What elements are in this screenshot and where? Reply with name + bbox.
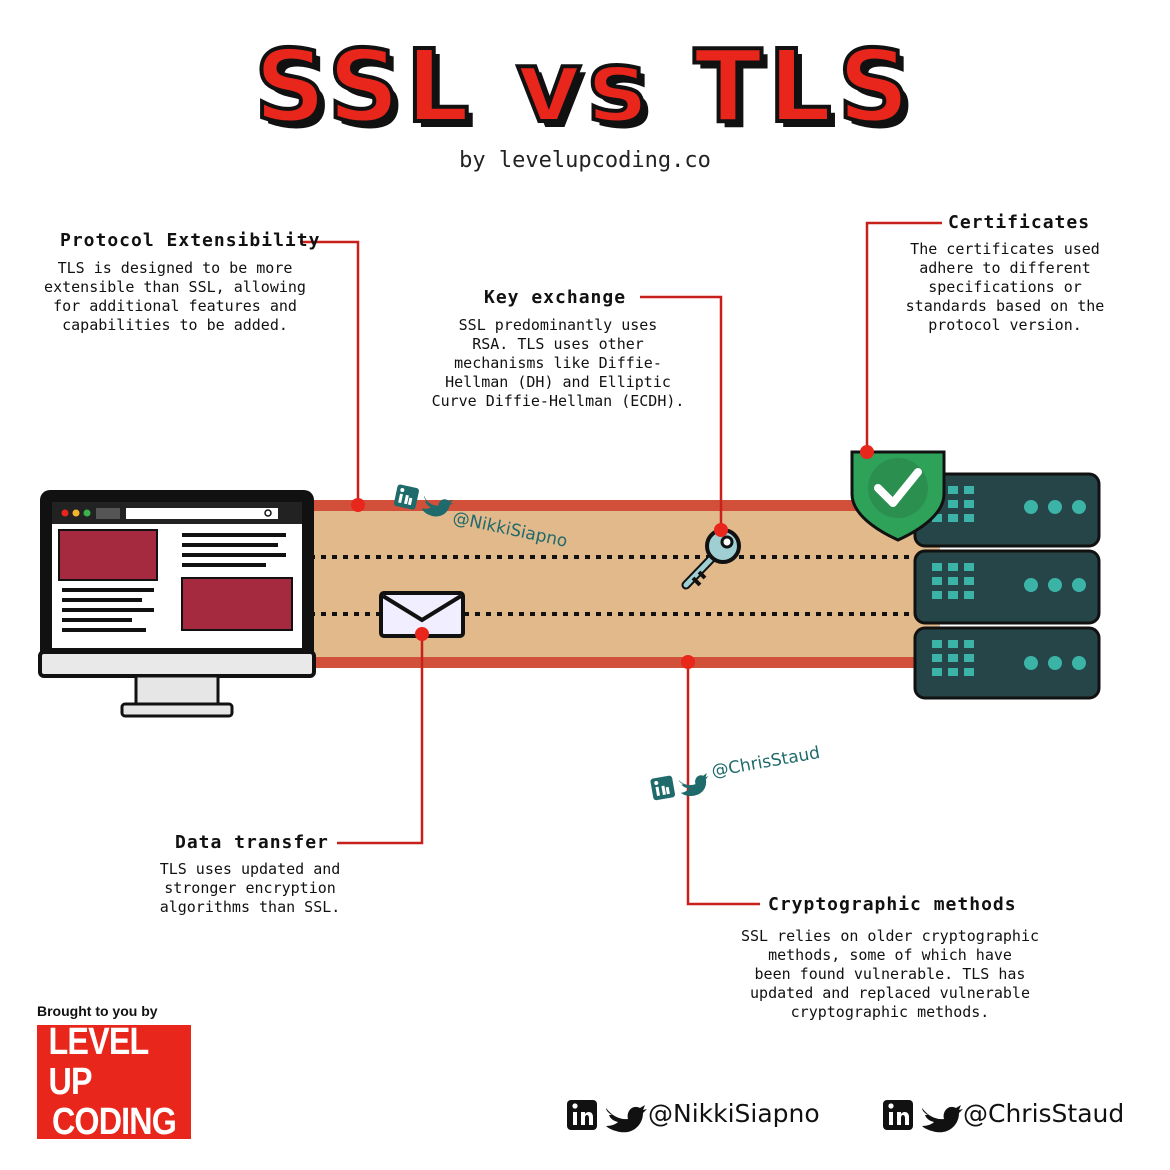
text-line: The certificates used <box>910 240 1100 258</box>
linkedin-icon <box>883 1100 913 1130</box>
connector-cryptographic-methods <box>686 662 760 906</box>
text-line: standards based on the <box>905 297 1105 315</box>
text-line: adhere to different <box>919 259 1091 277</box>
text-line: updated and replaced vulnerable <box>750 984 1030 1002</box>
text-line: Curve Diffie-Hellman (ECDH). <box>431 392 685 410</box>
connectors <box>300 221 942 906</box>
shield-check-icon <box>850 450 946 542</box>
key-icon <box>681 528 741 590</box>
watermark-chris-icons <box>650 773 709 801</box>
footer-handle-chris: @ChrisStaud <box>963 1099 1125 1128</box>
connector-data-transfer <box>337 634 424 845</box>
text-line: extensible than SSL, allowing <box>44 278 306 296</box>
key-exchange-heading: Key exchange <box>484 287 627 308</box>
cryptographic-methods-heading: Cryptographic methods <box>768 894 1017 915</box>
logo-line-1: LEVEL UP <box>48 1021 149 1103</box>
text-line: capabilities to be added. <box>62 316 288 334</box>
page-title: SSL vs TLS <box>252 26 916 147</box>
certificates-heading: Certificates <box>948 212 1091 233</box>
connector-key-exchange <box>640 295 723 530</box>
text-line: protocol version. <box>928 316 1082 334</box>
server-unit <box>913 626 1101 700</box>
text-line: TLS uses updated and <box>159 860 341 878</box>
brought-to-you-by: Brought to you by <box>37 1003 158 1019</box>
cryptographic-methods-text: SSL relies on older cryptographic method… <box>720 927 1060 1022</box>
protocol-extensibility-text: TLS is designed to be more extensible th… <box>30 259 320 335</box>
page-subtitle: by levelupcoding.co <box>459 148 711 173</box>
server-icon <box>913 472 1101 700</box>
connector-certificates <box>865 221 942 452</box>
data-transfer-text: TLS uses updated and stronger encryption… <box>130 860 370 917</box>
text-line: for additional features and <box>53 297 297 315</box>
protocol-extensibility-heading: Protocol Extensibility <box>60 230 321 251</box>
text-line: cryptographic methods. <box>790 1003 990 1021</box>
connector-dots <box>351 445 874 669</box>
twitter-icon <box>922 1105 963 1133</box>
level-up-coding-logo: LEVEL UP CODING <box>37 1021 191 1143</box>
server-unit <box>913 549 1101 625</box>
text-line: SSL relies on older cryptographic <box>740 927 1039 945</box>
text-line: TLS is designed to be more <box>57 259 293 277</box>
connector-protocol-extensibility <box>300 240 360 505</box>
linkedin-icon <box>567 1100 597 1130</box>
monitor-icon <box>38 490 316 718</box>
text-line: RSA. TLS uses other <box>472 335 644 353</box>
logo-line-2: CODING <box>51 1101 177 1143</box>
twitter-icon <box>606 1105 647 1133</box>
secure-tunnel <box>300 500 940 668</box>
certificates-text: The certificates used adhere to differen… <box>880 240 1130 335</box>
text-line: mechanisms like Diffie- <box>454 354 662 372</box>
data-transfer-heading: Data transfer <box>175 832 329 853</box>
text-line: stronger encryption <box>164 879 336 897</box>
watermark-nikki-icons <box>393 484 454 517</box>
text-line: algorithms than SSL. <box>159 898 341 916</box>
text-line: Hellman (DH) and Elliptic <box>445 373 671 391</box>
key-exchange-text: SSL predominantly uses RSA. TLS uses oth… <box>410 316 706 411</box>
text-line: been found vulnerable. TLS has <box>754 965 1026 983</box>
footer-handle-nikki: @NikkiSiapno <box>648 1099 820 1128</box>
text-line: specifications or <box>928 278 1082 296</box>
text-line: SSL predominantly uses <box>458 316 658 334</box>
text-line: methods, some of which have <box>768 946 1012 964</box>
